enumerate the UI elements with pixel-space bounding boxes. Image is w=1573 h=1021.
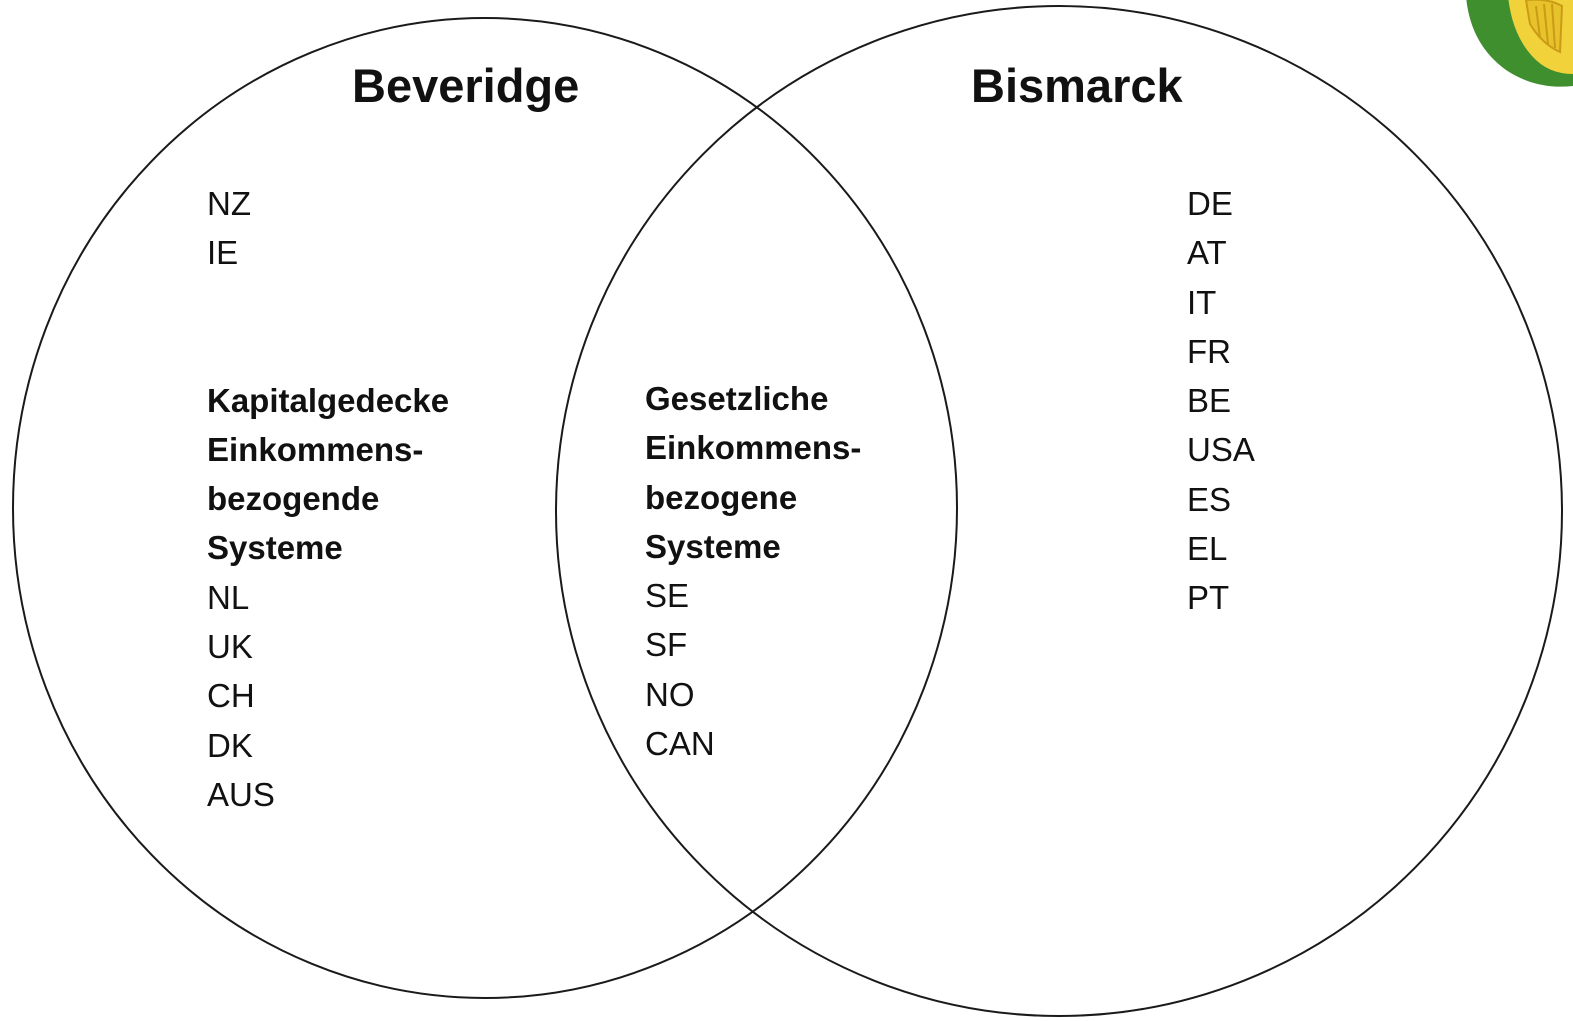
intersection-category-heading: Einkommens-	[645, 429, 862, 467]
country-code: AT	[1187, 234, 1227, 272]
country-code: SE	[645, 577, 690, 615]
country-code: BE	[1187, 382, 1232, 420]
country-code: SF	[645, 626, 688, 664]
beveridge-region: NZ IE Kapitalgedecke Einkommens- bezogen…	[207, 179, 449, 819]
region-spacer	[207, 278, 449, 376]
beveridge-category-heading: Kapitalgedecke	[207, 381, 450, 419]
intersection-category-heading: Gesetzliche	[645, 380, 829, 417]
country-code: NO	[645, 675, 695, 713]
country-code: DK	[207, 726, 253, 764]
country-code: DE	[1187, 185, 1233, 222]
country-code: USA	[1187, 431, 1255, 469]
country-code: IT	[1187, 283, 1217, 321]
country-code: IE	[207, 234, 239, 272]
beveridge-circle	[12, 17, 958, 999]
bismarck-title: Bismarck	[971, 59, 1183, 112]
beveridge-category-heading: Einkommens-	[207, 430, 424, 468]
bismarck-circle	[555, 5, 1563, 1017]
country-code: PT	[1187, 579, 1230, 617]
country-code: EL	[1187, 530, 1228, 568]
country-code: ES	[1187, 480, 1232, 518]
country-code: AUS	[207, 775, 275, 813]
intersection-category-heading: Systeme	[645, 527, 781, 565]
country-code: NL	[207, 578, 250, 616]
country-code: CH	[207, 677, 255, 715]
country-code: NZ	[207, 185, 251, 222]
harp-crest-icon	[1466, 0, 1573, 87]
country-code: FR	[1187, 332, 1231, 370]
bismarck-region: DE AT IT FR BE USA ES EL PT	[1187, 179, 1255, 623]
country-code: CAN	[645, 725, 715, 763]
intersection-region: Gesetzliche Einkommens- bezogene Systeme…	[645, 374, 861, 768]
intersection-category-heading: bezogene	[645, 478, 798, 516]
beveridge-category-heading: bezogende	[207, 480, 380, 518]
beveridge-category-heading: Systeme	[207, 529, 343, 567]
country-code: UK	[207, 628, 253, 666]
beveridge-title: Beveridge	[352, 59, 580, 112]
